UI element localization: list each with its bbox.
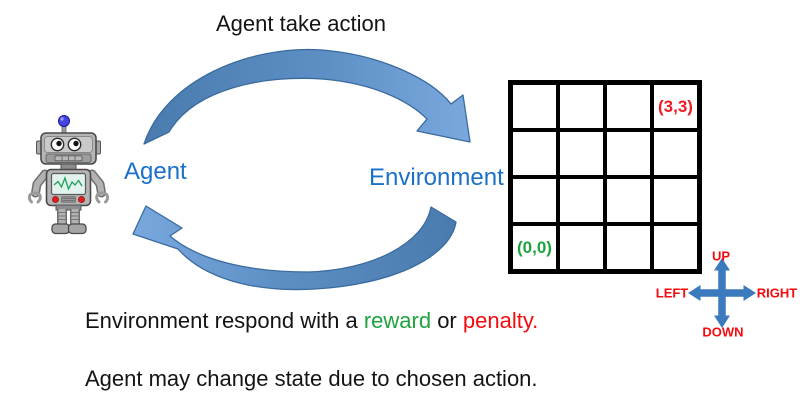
grid-cell — [607, 85, 650, 128]
reward-text: reward — [363, 308, 432, 333]
curved-arrow-left-icon — [132, 205, 457, 291]
direction-right-label: RIGHT — [756, 285, 798, 301]
direction-down-label: DOWN — [702, 324, 744, 340]
grid-cell — [560, 226, 603, 269]
grid-cell-goal: (3,3) — [654, 85, 697, 128]
grid-cell — [513, 85, 556, 128]
environment-label: Environment — [369, 164, 504, 191]
feedback-caption-or: or — [431, 308, 463, 333]
feedback-caption-prefix: Environment respond with a — [85, 308, 364, 333]
action-caption: Agent take action — [216, 11, 387, 36]
grid-cell — [607, 226, 650, 269]
penalty-text: penalty. — [462, 308, 539, 333]
agent-label: Agent — [124, 158, 187, 185]
goal-state-label: (3,3) — [658, 96, 693, 116]
grid-cell — [654, 132, 697, 175]
start-state-label: (0,0) — [517, 237, 552, 257]
grid-cell — [654, 179, 697, 222]
state-change-caption: Agent may change state due to chosen act… — [85, 366, 538, 391]
direction-up-label: UP — [711, 248, 731, 264]
grid-cell — [560, 85, 603, 128]
direction-cross-icon — [688, 258, 756, 328]
direction-left-label: LEFT — [655, 285, 689, 301]
grid-cell — [607, 179, 650, 222]
grid-cell — [513, 132, 556, 175]
grid-cell — [607, 132, 650, 175]
feedback-caption: Environment respond with a reward or pen… — [85, 308, 538, 334]
grid-cell — [513, 179, 556, 222]
robot-icon — [27, 115, 110, 235]
curved-arrow-right-icon — [143, 48, 471, 145]
grid-cell — [654, 226, 697, 269]
grid-cell — [560, 132, 603, 175]
grid-cell — [560, 179, 603, 222]
grid-cell-start: (0,0) — [513, 226, 556, 269]
grid-world: (3,3) (0,0) — [508, 80, 702, 274]
